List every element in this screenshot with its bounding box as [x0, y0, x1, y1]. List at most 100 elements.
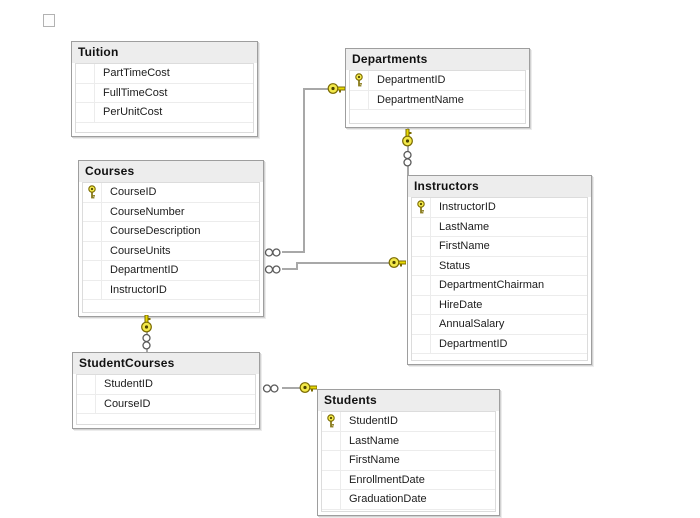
- key-cell: [83, 222, 102, 241]
- column-row[interactable]: GraduationDate: [322, 490, 495, 510]
- column-name: InstructorID: [110, 283, 167, 296]
- column-row[interactable]: CourseID: [77, 394, 255, 414]
- key-cell: [412, 256, 431, 275]
- key-cell: [412, 276, 431, 295]
- column-row[interactable]: CourseUnits: [83, 241, 259, 261]
- column-row[interactable]: LastName: [322, 431, 495, 451]
- infinity-icon: [264, 264, 282, 275]
- column-name: Status: [439, 259, 471, 272]
- column-name: EnrollmentDate: [349, 473, 425, 486]
- column-row[interactable]: HireDate: [412, 295, 587, 315]
- relationship-line[interactable]: [296, 262, 298, 270]
- key-cell: [412, 315, 431, 334]
- relationship-line[interactable]: [296, 262, 389, 264]
- key-cell: [83, 261, 102, 280]
- column-name: DepartmentID: [439, 337, 508, 350]
- column-row[interactable]: InstructorID: [412, 198, 587, 218]
- key-cell: [76, 103, 95, 122]
- key-icon: [400, 128, 415, 147]
- column-row[interactable]: InstructorID: [83, 280, 259, 300]
- column-name: FirstName: [349, 454, 400, 467]
- column-name: CourseDescription: [110, 225, 201, 238]
- column-row[interactable]: FullTimeCost: [76, 83, 253, 103]
- key-cell: [322, 431, 341, 450]
- key-cell: [412, 237, 431, 256]
- column-name: PerUnitCost: [103, 106, 163, 119]
- column-name: GraduationDate: [349, 493, 427, 506]
- relationship-line[interactable]: [282, 268, 298, 270]
- relationship-line[interactable]: [282, 387, 302, 389]
- column-name: DepartmentName: [377, 93, 464, 106]
- column-name: AnnualSalary: [439, 318, 505, 331]
- column-row[interactable]: FirstName: [412, 237, 587, 257]
- column-row[interactable]: DepartmentID: [412, 334, 587, 354]
- table-title: Students: [318, 390, 499, 411]
- column-row[interactable]: CourseDescription: [83, 222, 259, 242]
- key-cell: [350, 90, 369, 109]
- table-title: StudentCourses: [73, 353, 259, 374]
- primary-key-icon: [350, 71, 369, 90]
- column-row[interactable]: CourseNumber: [83, 202, 259, 222]
- key-cell: [77, 375, 96, 394]
- column-row[interactable]: AnnualSalary: [412, 315, 587, 335]
- key-cell: [83, 241, 102, 260]
- key-cell: [77, 394, 96, 413]
- table-title: Courses: [79, 161, 263, 182]
- relationship-line[interactable]: [282, 251, 305, 253]
- key-cell: [76, 64, 95, 83]
- relationship-line[interactable]: [303, 88, 329, 90]
- column-row[interactable]: EnrollmentDate: [322, 470, 495, 490]
- key-cell: [76, 83, 95, 102]
- table-columns: StudentID CourseID: [76, 374, 256, 425]
- column-row[interactable]: DepartmentName: [350, 90, 525, 110]
- table-studentcourses[interactable]: StudentCourses StudentID CourseID: [72, 352, 260, 429]
- infinity-icon: [264, 247, 282, 258]
- column-row[interactable]: FirstName: [322, 451, 495, 471]
- column-row[interactable]: StudentID: [322, 412, 495, 432]
- infinity-icon: [262, 383, 280, 394]
- key-icon: [139, 314, 154, 333]
- column-row[interactable]: PerUnitCost: [76, 103, 253, 123]
- column-name: CourseID: [110, 186, 157, 199]
- key-cell: [83, 202, 102, 221]
- column-name: StudentID: [104, 378, 153, 391]
- column-row[interactable]: DepartmentID: [83, 261, 259, 281]
- column-name: DepartmentID: [377, 74, 446, 87]
- column-row[interactable]: DepartmentChairman: [412, 276, 587, 296]
- key-icon: [388, 255, 407, 270]
- primary-key-icon: [83, 183, 102, 202]
- primary-key-icon: [322, 412, 341, 431]
- column-row[interactable]: LastName: [412, 217, 587, 237]
- column-name: HireDate: [439, 298, 483, 311]
- column-name: CourseUnits: [110, 244, 171, 257]
- annotation-checkbox[interactable]: [43, 14, 55, 27]
- column-row[interactable]: Status: [412, 256, 587, 276]
- column-row[interactable]: PartTimeCost: [76, 64, 253, 84]
- key-cell: [83, 280, 102, 299]
- key-icon: [327, 81, 346, 96]
- table-title: Tuition: [72, 42, 257, 63]
- key-cell: [322, 451, 341, 470]
- key-cell: [412, 295, 431, 314]
- key-icon: [299, 380, 318, 395]
- column-name: LastName: [349, 434, 400, 447]
- column-name: DepartmentChairman: [439, 279, 545, 292]
- table-columns: DepartmentID DepartmentName: [349, 70, 526, 124]
- column-name: CourseID: [104, 397, 151, 410]
- column-row[interactable]: StudentID: [77, 375, 255, 395]
- infinity-icon: [402, 150, 413, 168]
- primary-key-icon: [412, 198, 431, 217]
- relationship-line[interactable]: [303, 88, 305, 253]
- column-name: StudentID: [349, 415, 398, 428]
- column-row[interactable]: CourseID: [83, 183, 259, 203]
- column-row[interactable]: DepartmentID: [350, 71, 525, 91]
